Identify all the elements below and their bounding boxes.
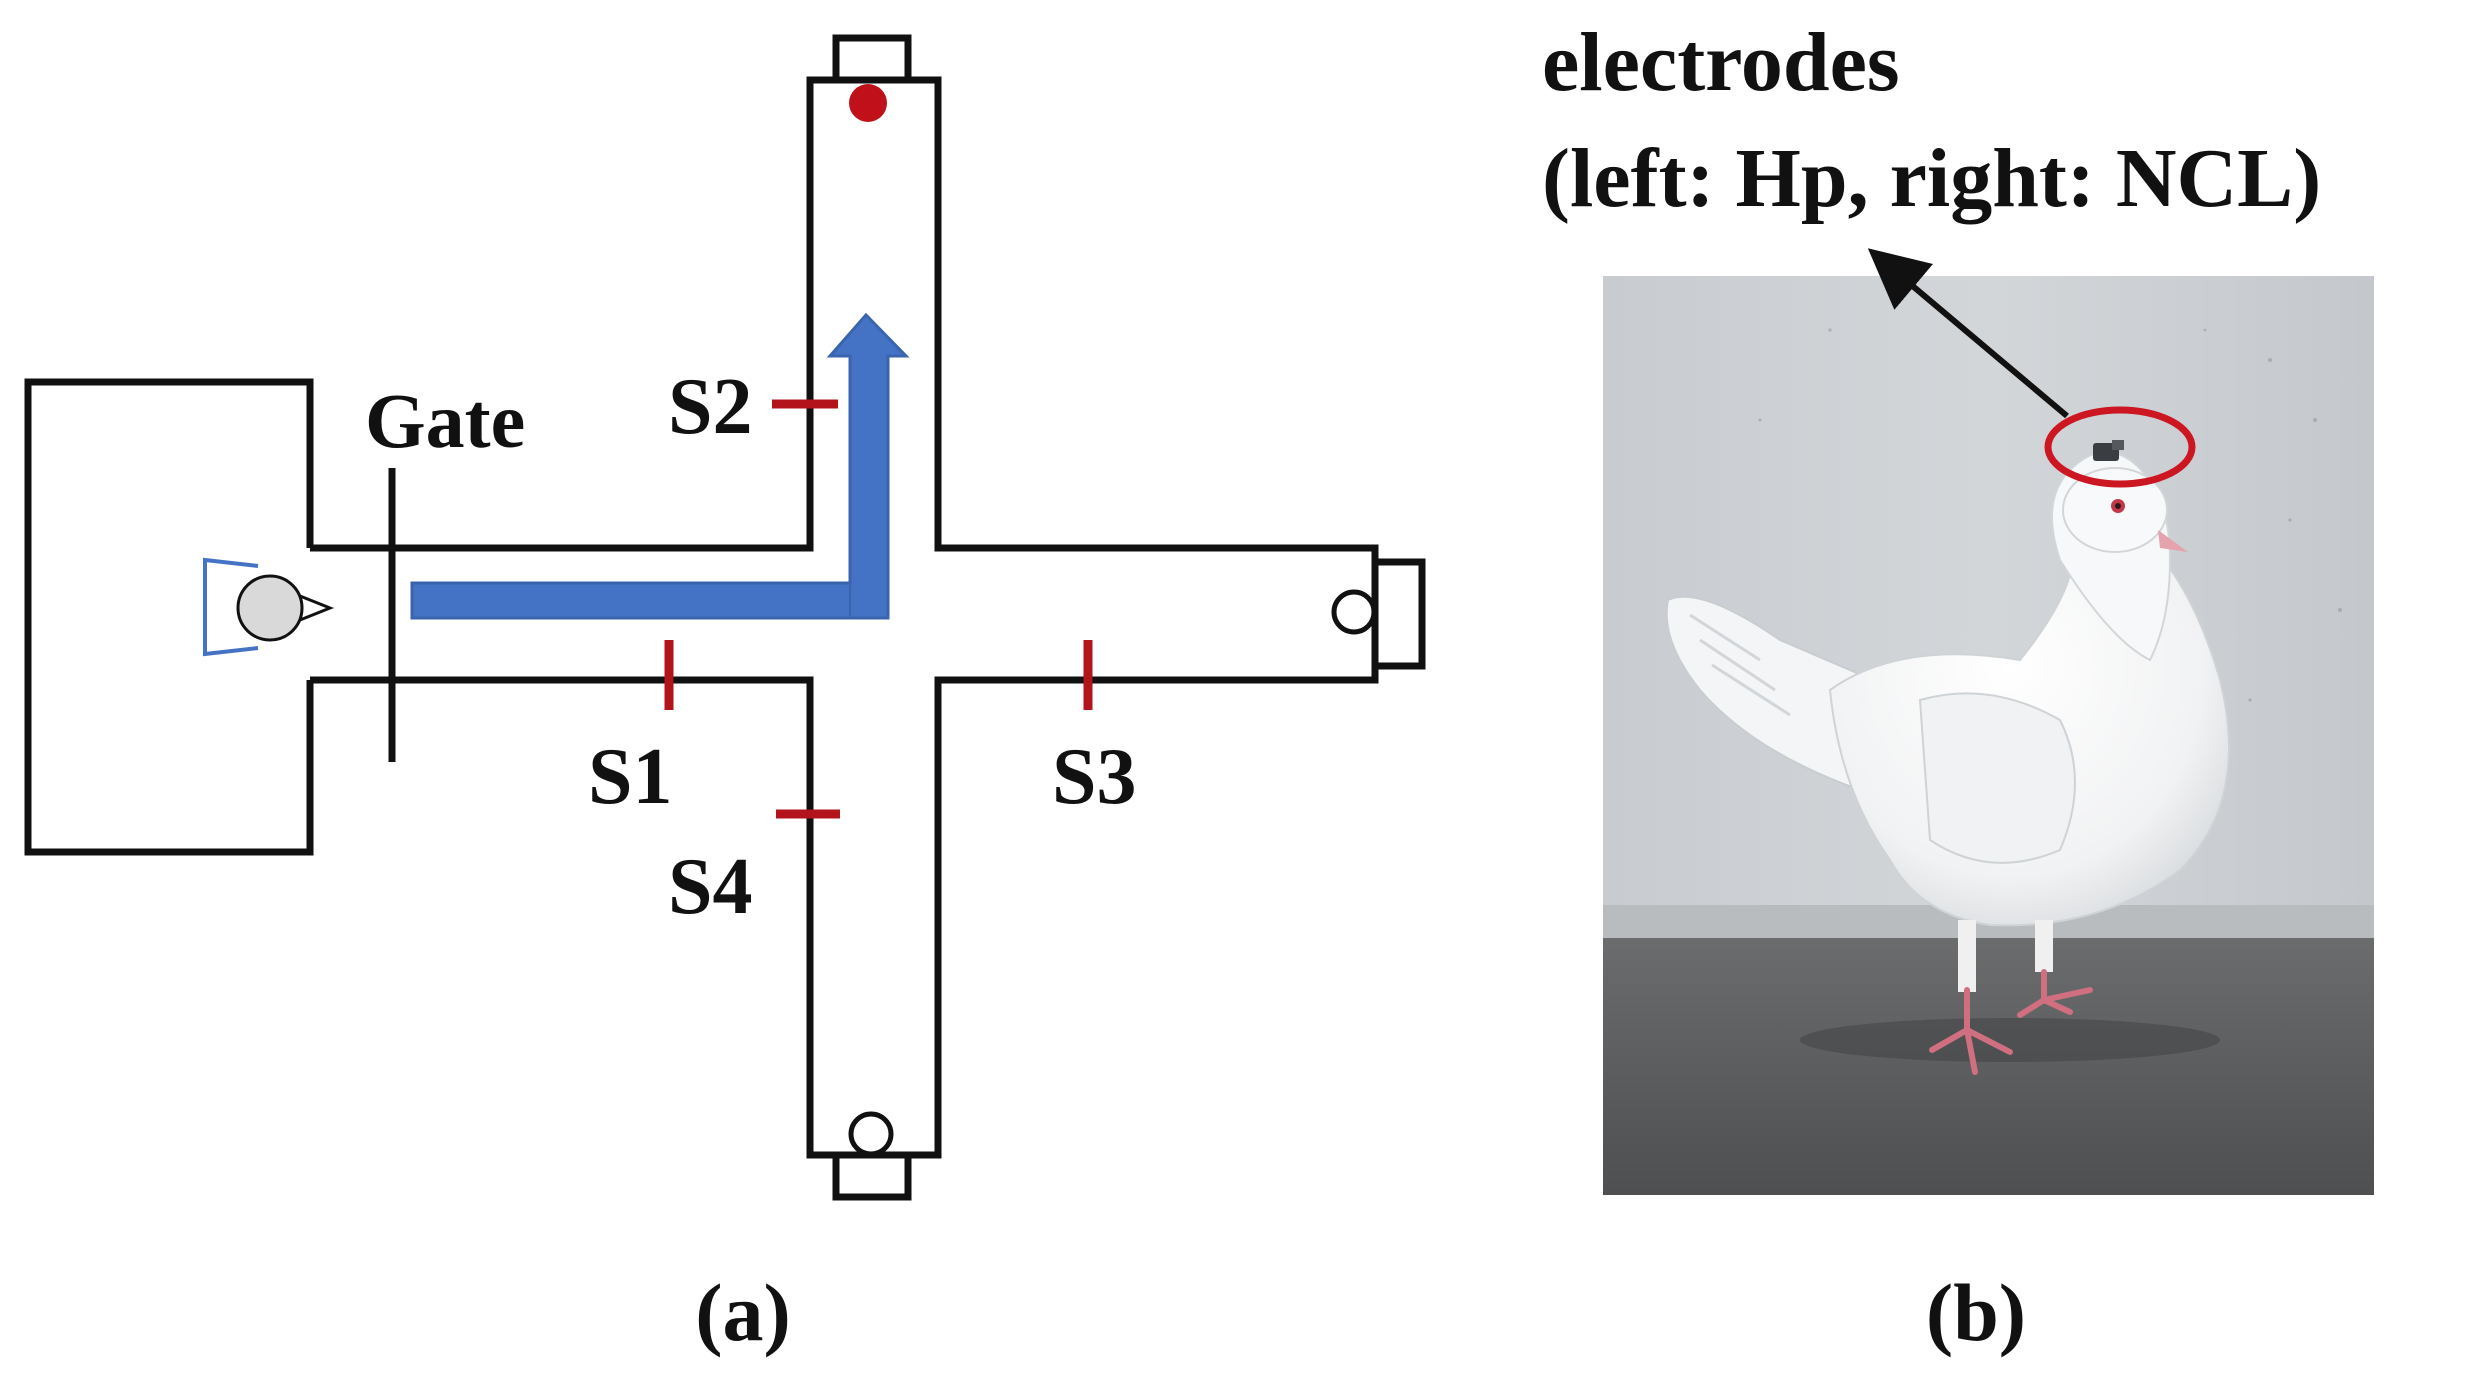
electrode-highlight-circle — [2044, 406, 2196, 488]
sensor-s2-label: S2 — [668, 363, 753, 451]
east-cup-icon — [1331, 589, 1377, 635]
maze-wall-bottom-left — [310, 666, 1379, 1159]
annotation-line-2: (left: Hp, right: NCL) — [1542, 132, 2321, 225]
maze-diagram: Gate S1 S2 S3 S4 (a) — [24, 34, 1426, 1358]
start-box — [24, 378, 314, 856]
gate-label: Gate — [365, 377, 525, 464]
south-arm-cap — [832, 1151, 912, 1201]
south-cup-icon — [848, 1111, 894, 1157]
pigeon-photo — [1603, 276, 2374, 1195]
pigeon-icon — [203, 557, 335, 657]
north-arm-cap — [832, 34, 912, 84]
panel-b-caption: (b) — [1926, 1267, 2026, 1358]
sensor-s1-label: S1 — [588, 733, 673, 821]
sensor-s4-label: S4 — [668, 843, 753, 931]
sensor-s3-label: S3 — [1052, 733, 1137, 821]
east-arm-cap — [1371, 558, 1426, 670]
panel-a-caption: (a) — [695, 1267, 791, 1358]
photo-floor — [1603, 938, 2374, 1195]
annotation-line-1: electrodes — [1542, 16, 1900, 109]
reward-dot — [849, 84, 887, 122]
annotation-arrow — [1867, 248, 2069, 419]
maze-wall-top-left — [310, 76, 1379, 562]
route-arrow — [410, 312, 910, 620]
